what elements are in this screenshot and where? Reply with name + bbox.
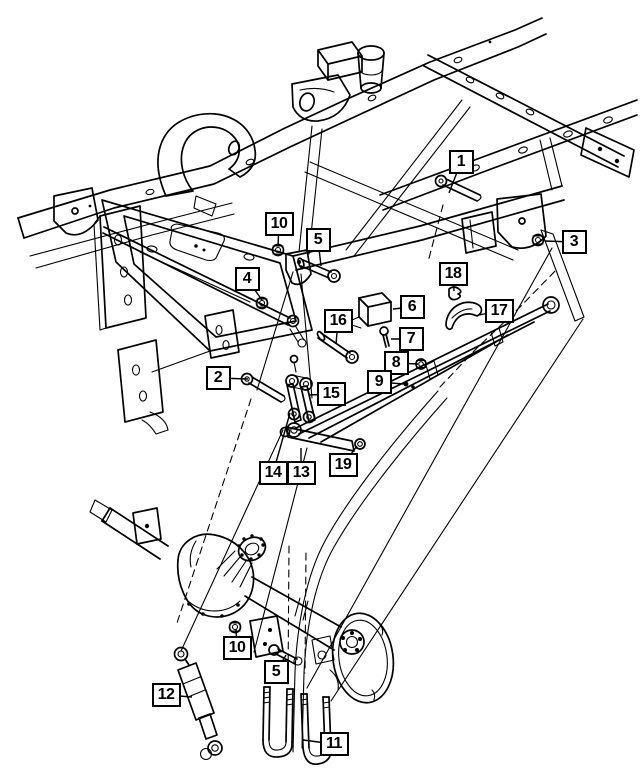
brake-pipe-artwork (292, 390, 448, 753)
callout-5-upper[interactable]: 5 (305, 228, 331, 252)
callout-10-upper[interactable]: 10 (264, 212, 294, 236)
callout-11[interactable]: 11 (319, 732, 349, 756)
callout-3[interactable]: 3 (561, 230, 587, 254)
bolt-5-lower (268, 644, 303, 666)
u-bolt-left (262, 686, 294, 758)
bolt-1 (434, 174, 482, 202)
brake-drum-artwork (331, 612, 395, 704)
callout-7[interactable]: 7 (398, 327, 424, 351)
callout-14[interactable]: 14 (258, 461, 288, 485)
callout-13[interactable]: 13 (286, 461, 316, 485)
shock-absorber-artwork (173, 646, 223, 761)
pinion-flange (237, 534, 267, 562)
callout-4[interactable]: 4 (234, 267, 260, 291)
shackle-artwork (285, 354, 316, 424)
body-mount-cylinder (357, 45, 385, 94)
bolt-7 (379, 326, 390, 348)
hardware-artwork (240, 174, 545, 450)
callout-6[interactable]: 6 (399, 295, 425, 319)
frame-artwork (17, 17, 638, 435)
axle-artwork (89, 499, 342, 691)
callout-19[interactable]: 19 (328, 453, 358, 477)
callout-5-lower[interactable]: 5 (263, 660, 289, 684)
callout-9[interactable]: 9 (366, 370, 392, 394)
callout-17[interactable]: 17 (484, 299, 514, 323)
callout-2[interactable]: 2 (205, 366, 231, 390)
nut-4 (255, 296, 269, 310)
callout-10-lower[interactable]: 10 (222, 636, 252, 660)
nut-3 (531, 233, 545, 247)
nut-19 (354, 438, 366, 450)
callout-1[interactable]: 1 (448, 150, 474, 174)
callout-18[interactable]: 18 (438, 262, 468, 286)
callout-12[interactable]: 12 (151, 683, 181, 707)
spacer-17 (445, 301, 483, 331)
clip-18 (448, 286, 462, 301)
callout-16[interactable]: 16 (323, 309, 353, 333)
callout-15[interactable]: 15 (316, 382, 346, 406)
nut-10-lower (228, 620, 242, 634)
front-hanger-hook (157, 112, 257, 217)
bolt-5-upper (297, 257, 341, 283)
bolt-2 (240, 372, 286, 403)
crossmember-panel-artwork (101, 199, 313, 373)
